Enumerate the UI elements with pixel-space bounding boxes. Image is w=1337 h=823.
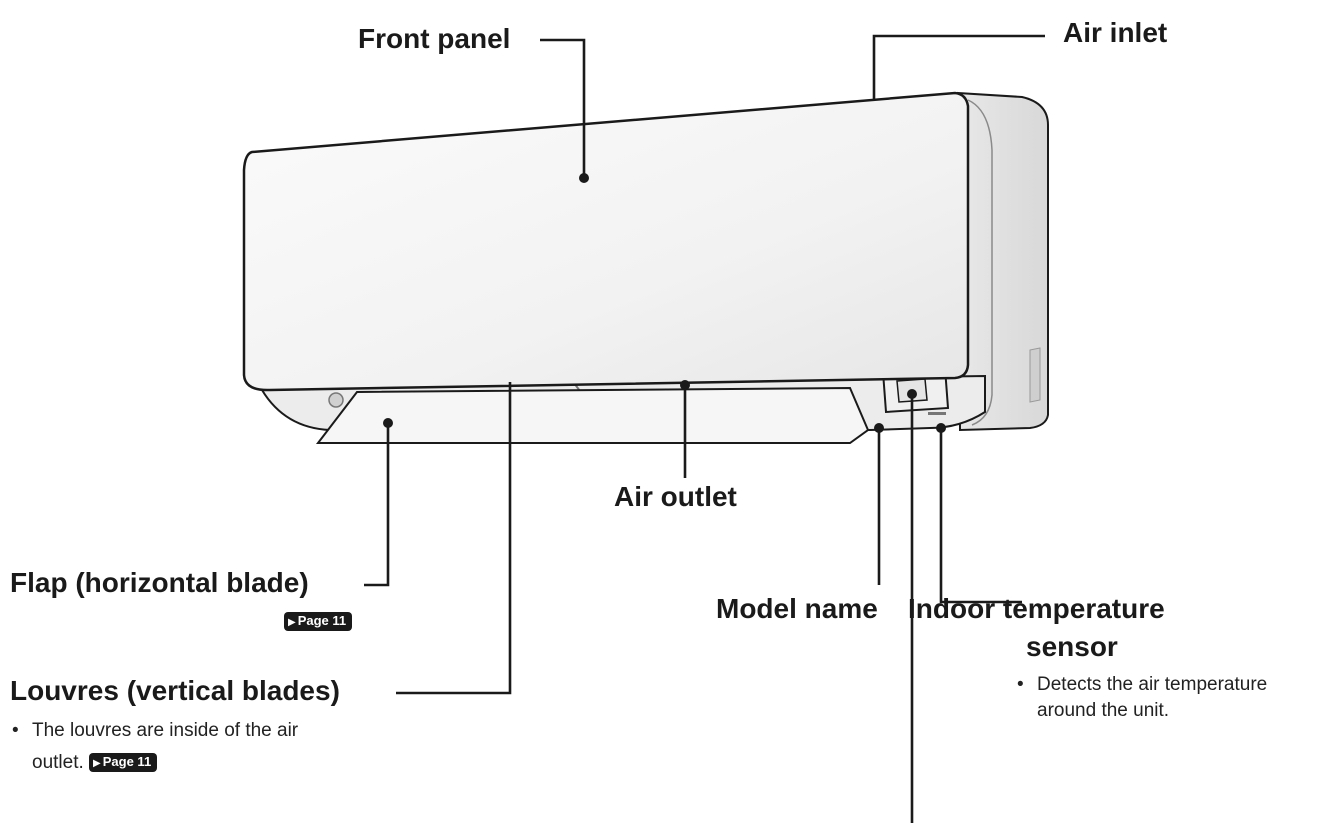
- bullet-icon: •: [12, 720, 19, 741]
- front-panel-label: Front panel: [358, 23, 511, 54]
- louvres-page-ref[interactable]: ▶Page 11: [89, 753, 158, 773]
- leader-lines: [364, 34, 1045, 823]
- louvres-note: •The louvres are inside of the air outle…: [12, 716, 392, 777]
- indoor-sensor-label-line1: Indoor temperature: [908, 593, 1165, 624]
- model-name-label: Model name: [716, 593, 878, 624]
- indoor-sensor-label-line2: sensor: [1026, 631, 1118, 662]
- sensor-note: •Detects the air temperature around the …: [1017, 670, 1337, 725]
- leader-dots: [383, 173, 946, 433]
- louvres-label: Louvres (vertical blades): [10, 675, 340, 706]
- page-ref-badge[interactable]: ▶Page 11: [284, 612, 353, 631]
- front-panel-shape: [242, 91, 970, 392]
- side-casing: [956, 91, 1049, 432]
- flap-shape: [315, 386, 870, 444]
- flap-label: Flap (horizontal blade): [10, 567, 309, 598]
- flap-page-ref[interactable]: ▶Page 11: [284, 612, 353, 631]
- play-arrow-icon: ▶: [93, 758, 101, 770]
- play-arrow-icon: ▶: [288, 617, 296, 628]
- air-outlet-label: Air outlet: [614, 481, 737, 512]
- air-inlet-label: Air inlet: [1063, 17, 1168, 48]
- bullet-icon: •: [1017, 674, 1024, 695]
